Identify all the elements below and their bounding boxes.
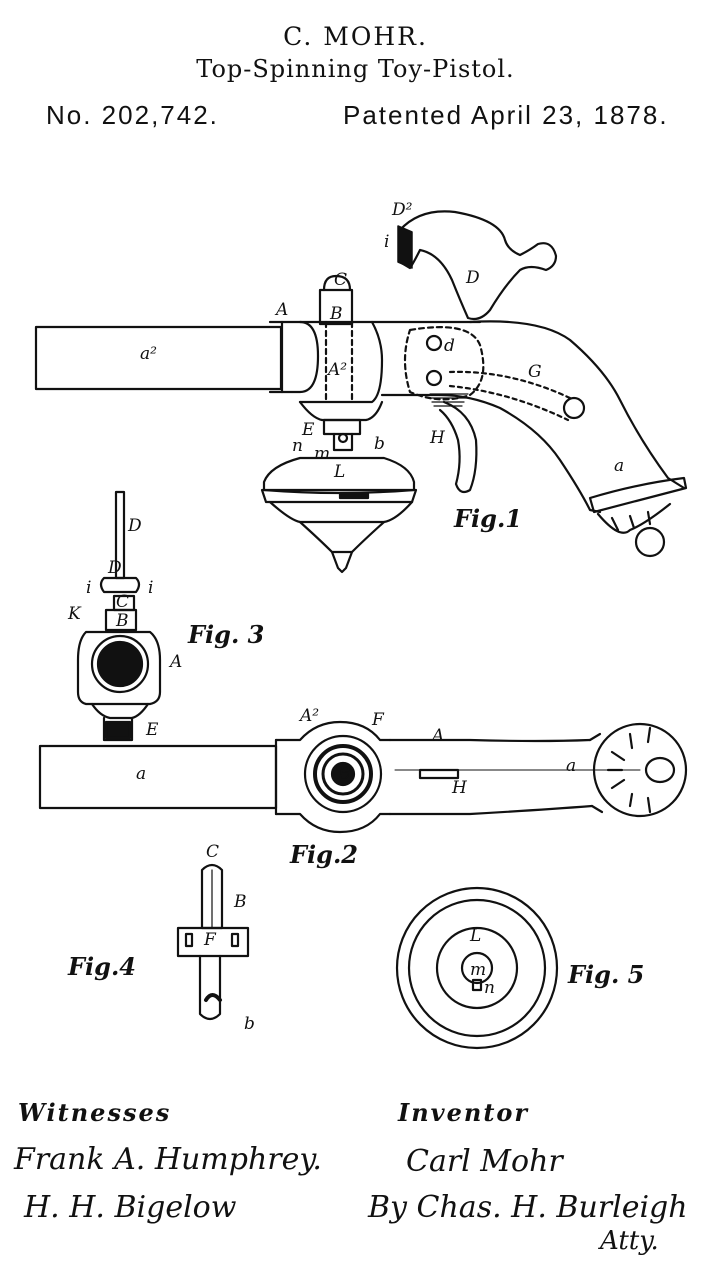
witness-signature-2: H. H. Bigelow: [24, 1190, 237, 1225]
ref-letter: L: [470, 926, 482, 946]
ref-letter: A²: [300, 706, 320, 726]
fig4-drawing: [176, 863, 250, 1021]
inventor-signature: Carl Mohr: [406, 1144, 563, 1179]
ref-letter: H: [430, 428, 445, 448]
ref-letter: i: [86, 578, 92, 598]
ref-letter: a²: [140, 344, 157, 364]
ref-letter: E: [146, 720, 159, 740]
fig4-label: Fig.4: [68, 952, 136, 981]
ref-letter: A²: [328, 360, 348, 380]
fig3-label: Fig. 3: [188, 620, 265, 649]
ref-letter: m: [314, 444, 331, 464]
ref-letter: C: [116, 592, 130, 612]
ref-letter: a: [614, 456, 625, 476]
inventor-label: Inventor: [398, 1098, 530, 1127]
fig2-label: Fig.2: [290, 840, 358, 869]
ref-letter: B: [234, 892, 247, 912]
ref-letter: b: [244, 1014, 255, 1034]
ref-letter: L: [334, 462, 346, 482]
ref-letter: K: [68, 604, 81, 624]
fig3-drawing: [76, 490, 162, 742]
inventor-name: C. MOHR.: [283, 22, 428, 51]
fig2-drawing: [38, 720, 688, 834]
witnesses-label: Witnesses: [18, 1098, 172, 1127]
ref-letter: n: [292, 436, 303, 456]
ref-letter: A: [170, 652, 183, 672]
ref-letter: d: [444, 336, 455, 356]
ref-letter: D: [108, 558, 122, 578]
patent-date: Patented April 23, 1878.: [343, 100, 669, 130]
ref-letter: b: [374, 434, 385, 454]
ref-letter: A: [276, 300, 289, 320]
patent-number: No. 202,742.: [46, 100, 219, 130]
ref-letter: a: [566, 756, 577, 776]
ref-letter: D: [128, 516, 142, 536]
ref-letter: H: [452, 778, 467, 798]
ref-letter: F: [372, 710, 384, 730]
ref-letter: D²: [392, 200, 413, 220]
fig5-drawing: [395, 886, 559, 1050]
patent-title: Top-Spinning Toy-Pistol.: [196, 55, 515, 83]
ref-letter: D: [466, 268, 480, 288]
ref-letter: A: [432, 726, 445, 746]
witness-signature-1: Frank A. Humphrey.: [14, 1142, 322, 1177]
ref-letter: B: [116, 611, 129, 631]
ref-letter: a: [136, 764, 147, 784]
ref-letter: m: [470, 960, 487, 980]
ref-letter: i: [148, 578, 154, 598]
ref-letter: C: [206, 842, 220, 862]
attorney-signature: By Chas. H. Burleigh: [368, 1190, 688, 1225]
ref-letter: C: [334, 270, 348, 290]
fig5-label: Fig. 5: [568, 960, 645, 989]
fig1-label: Fig.1: [454, 504, 522, 533]
ref-letter: G: [528, 362, 542, 382]
ref-letter: n: [484, 978, 495, 998]
ref-letter: F: [204, 930, 216, 950]
ref-letter: B: [330, 304, 343, 324]
ref-letter: i: [384, 232, 390, 252]
attorney-suffix: Atty.: [600, 1226, 659, 1256]
ref-letter: B: [338, 764, 351, 784]
fig1-drawing: [34, 210, 688, 574]
ref-letter: E: [302, 420, 315, 440]
